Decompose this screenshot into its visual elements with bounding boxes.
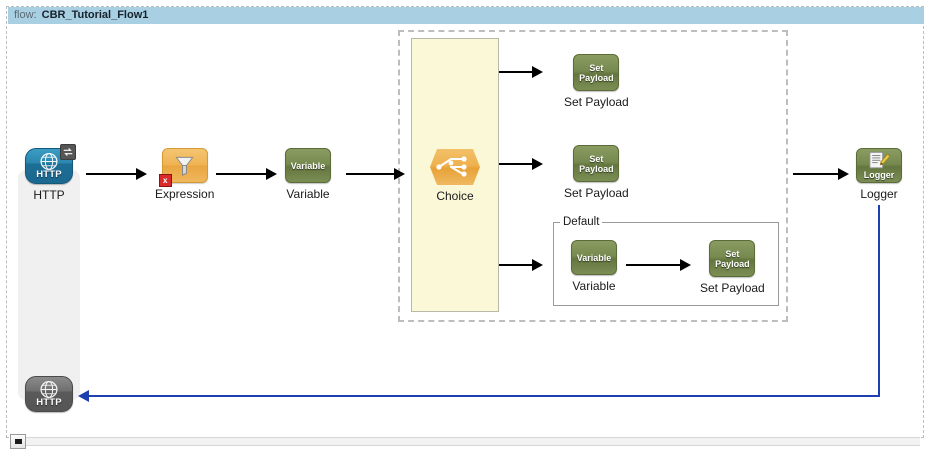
connector-variable-to-setpayload-default (626, 264, 683, 266)
node-variable-main-label: Variable (286, 187, 330, 201)
node-set-payload-2-label: Set Payload (564, 186, 629, 200)
node-expression[interactable]: x Expression (155, 148, 214, 201)
branch-fork-icon (436, 156, 467, 177)
return-connector-vertical (878, 205, 880, 397)
node-set-payload-1-label: Set Payload (564, 95, 629, 109)
http-globe-icon[interactable]: HTTP (25, 144, 76, 184)
variable-icon-label: Variable (576, 252, 612, 263)
horizontal-scrollbar-thumb[interactable] (10, 434, 26, 449)
arrowhead-choice-to-setpayload-2 (532, 158, 543, 170)
arrowhead-return-to-http (78, 390, 89, 402)
connector-choice-to-logger (793, 173, 841, 175)
flow-name-label: CBR_Tutorial_Flow1 (41, 9, 149, 21)
arrowhead-choice-to-default (532, 259, 543, 271)
default-branch-label: Default (560, 216, 603, 228)
arrowhead-variable-to-setpayload-default (680, 259, 691, 271)
globe-icon (40, 152, 58, 171)
set-payload-icon-line2: Payload (579, 72, 614, 83)
arrowhead-choice-to-setpayload-1 (532, 66, 543, 78)
http-globe-icon[interactable]: HTTP (25, 376, 73, 412)
connector-http-to-expression (86, 173, 138, 175)
logger-document-pencil-icon[interactable]: Logger (856, 148, 902, 183)
node-http-inbound[interactable]: HTTP HTTP (25, 144, 76, 202)
node-set-payload-default[interactable]: Set Payload Set Payload (700, 240, 765, 295)
connector-choice-to-setpayload-2 (499, 163, 537, 165)
return-connector-horizontal (86, 395, 880, 397)
flow-title-bar[interactable]: flow: CBR_Tutorial_Flow1 (8, 7, 924, 24)
globe-icon (40, 380, 58, 399)
sync-arrows-icon (63, 148, 73, 156)
error-badge[interactable]: x (158, 174, 172, 187)
connector-choice-to-default (499, 264, 537, 266)
set-payload-icon[interactable]: Set Payload (573, 145, 620, 182)
set-payload-icon-line1: Set (589, 153, 604, 164)
connector-expression-to-variable (216, 173, 268, 175)
node-variable-default[interactable]: Variable Variable (571, 240, 617, 293)
node-logger[interactable]: Logger Logger (856, 148, 902, 201)
node-choice-label: Choice (436, 189, 474, 203)
set-payload-icon[interactable]: Set Payload (573, 54, 620, 91)
node-logger-label: Logger (860, 187, 898, 201)
node-set-payload-2[interactable]: Set Payload Set Payload (564, 145, 629, 200)
node-http-inbound-label: HTTP (33, 188, 65, 202)
set-payload-icon-line2: Payload (579, 163, 614, 174)
node-set-payload-1[interactable]: Set Payload Set Payload (564, 54, 629, 109)
funnel-filter-icon[interactable]: x (158, 148, 208, 187)
flow-keyword-label: flow: (14, 9, 37, 21)
arrowhead-expression-to-variable (266, 168, 277, 180)
arrowhead-http-to-expression (136, 168, 147, 180)
set-payload-icon[interactable]: Set Payload (709, 240, 756, 277)
scrollbar-thumb-grip (14, 439, 22, 444)
connector-variable-to-choice (346, 173, 396, 175)
http-icon-label: HTTP (36, 169, 62, 180)
set-payload-icon-label: Set Payload (579, 63, 614, 83)
connector-choice-to-setpayload-1 (499, 71, 537, 73)
funnel-icon (175, 156, 194, 176)
sync-arrows-badge (60, 144, 76, 160)
node-choice[interactable]: Choice (430, 149, 480, 203)
default-branch-group (553, 222, 779, 306)
node-set-payload-default-label: Set Payload (700, 281, 765, 295)
node-variable-main[interactable]: Variable Variable (285, 148, 331, 201)
set-payload-icon-line1: Set (589, 62, 604, 73)
document-pencil-icon (869, 151, 891, 169)
arrowhead-variable-to-choice (394, 168, 405, 180)
choice-router-icon[interactable] (430, 149, 480, 185)
http-icon-label: HTTP (36, 397, 62, 408)
set-payload-icon-line2: Payload (715, 258, 750, 269)
set-payload-icon-line1: Set (725, 248, 740, 259)
horizontal-scrollbar-track[interactable] (10, 437, 920, 446)
logger-icon-label: Logger (863, 170, 895, 180)
http-lane-band (18, 170, 80, 400)
variable-icon-label: Variable (290, 160, 326, 171)
node-variable-default-label: Variable (572, 279, 616, 293)
arrowhead-choice-to-logger (838, 168, 849, 180)
set-payload-icon-label: Set Payload (579, 154, 614, 174)
set-payload-icon-label: Set Payload (715, 249, 750, 269)
node-expression-label: Expression (155, 187, 215, 201)
variable-icon[interactable]: Variable (571, 240, 617, 275)
variable-icon[interactable]: Variable (285, 148, 331, 183)
node-http-response[interactable]: HTTP (25, 376, 73, 412)
